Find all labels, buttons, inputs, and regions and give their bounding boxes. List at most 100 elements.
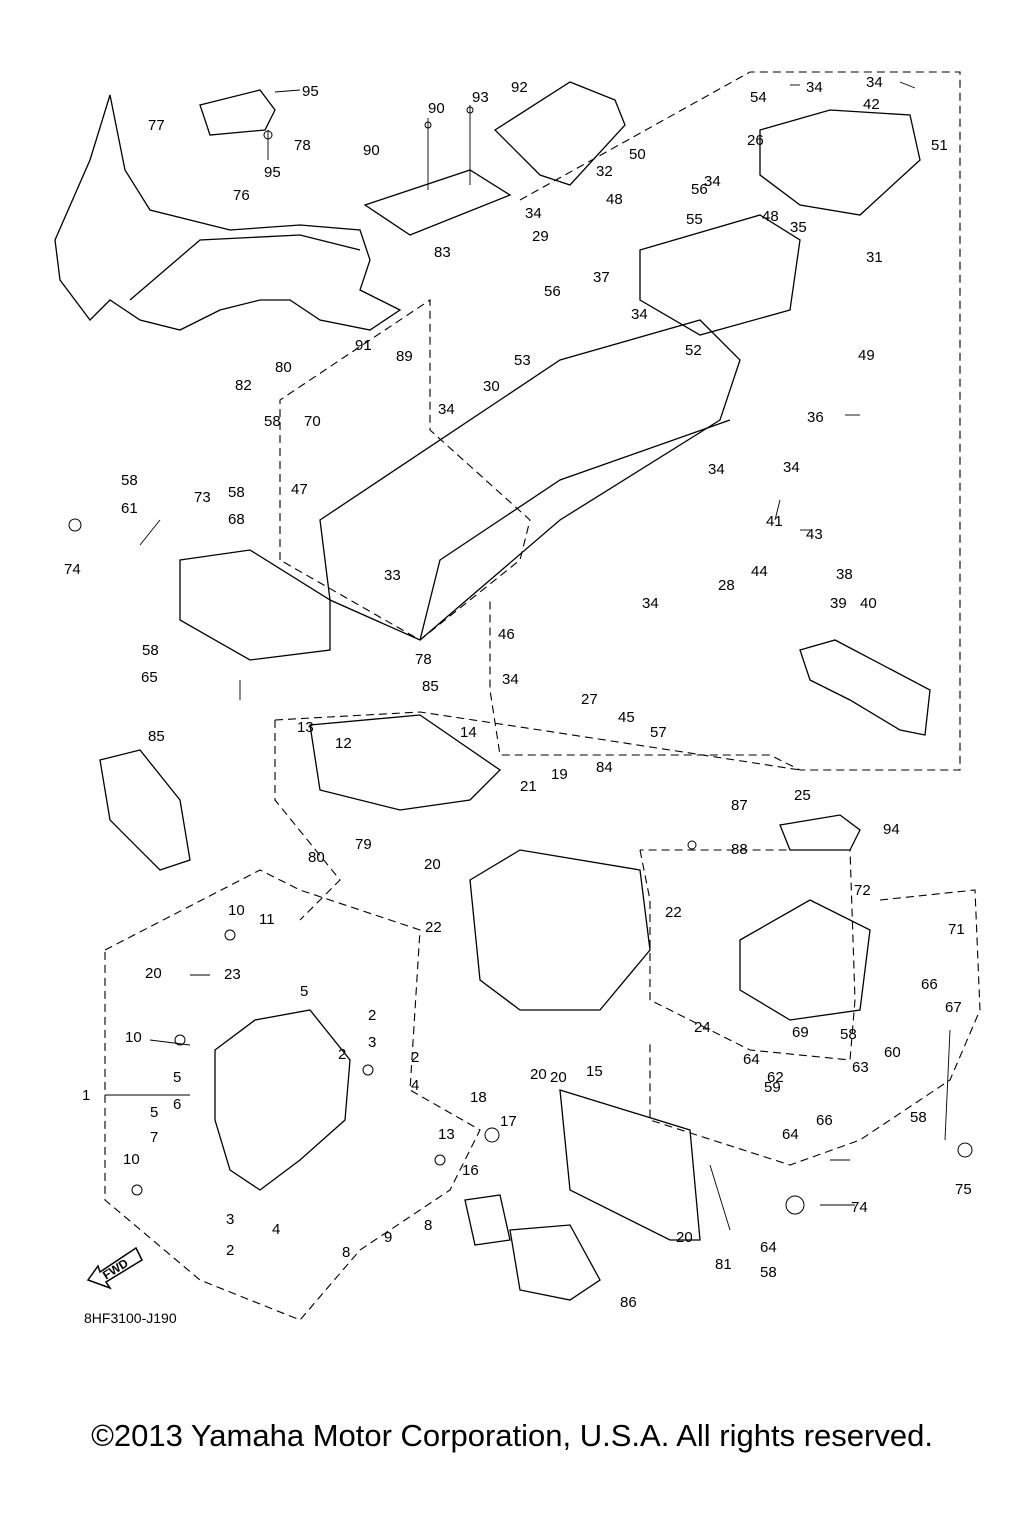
callout: 5 bbox=[300, 983, 309, 1000]
callout: 60 bbox=[884, 1044, 901, 1061]
callout: 61 bbox=[121, 500, 138, 517]
part-outlines bbox=[54, 81, 931, 1301]
callout: 16 bbox=[462, 1162, 479, 1179]
callout: 4 bbox=[272, 1221, 281, 1238]
group-outlines bbox=[104, 71, 981, 1321]
callout: 74 bbox=[64, 561, 81, 578]
callout: 63 bbox=[852, 1059, 869, 1076]
callout: 71 bbox=[948, 921, 965, 938]
exploded-parts-diagram bbox=[54, 71, 981, 1321]
callout: 66 bbox=[921, 976, 938, 993]
callout: 2 bbox=[338, 1046, 347, 1063]
callout: 34 bbox=[438, 401, 455, 418]
callout: 44 bbox=[751, 563, 768, 580]
callout: 2 bbox=[226, 1242, 235, 1259]
callout: 58 bbox=[228, 484, 245, 501]
fastener-marks bbox=[68, 106, 973, 1215]
callout: 46 bbox=[498, 626, 515, 643]
copyright-notice: ©2013 Yamaha Motor Corporation, U.S.A. A… bbox=[91, 1418, 933, 1453]
callout: 64 bbox=[782, 1126, 799, 1143]
callout: 27 bbox=[581, 691, 598, 708]
callout: 53 bbox=[514, 352, 531, 369]
callout: 13 bbox=[438, 1126, 455, 1143]
callout: 10 bbox=[125, 1029, 142, 1046]
callout: 58 bbox=[910, 1109, 927, 1126]
callout: 20 bbox=[676, 1229, 693, 1246]
callout: 17 bbox=[500, 1113, 517, 1130]
callout: 62 bbox=[767, 1069, 784, 1086]
callout: 29 bbox=[532, 228, 549, 245]
callout: 34 bbox=[642, 595, 659, 612]
callout: 14 bbox=[460, 724, 477, 741]
callout: 34 bbox=[708, 461, 725, 478]
callout: 26 bbox=[747, 132, 764, 149]
callout: 45 bbox=[618, 709, 635, 726]
callout: 75 bbox=[955, 1181, 972, 1198]
callout: 49 bbox=[858, 347, 875, 364]
callout: 38 bbox=[836, 566, 853, 583]
callout: 12 bbox=[335, 735, 352, 752]
callout: 5 bbox=[173, 1069, 182, 1086]
callout: 6 bbox=[173, 1096, 182, 1113]
callout: 80 bbox=[275, 359, 292, 376]
callout: 58 bbox=[760, 1264, 777, 1281]
callout: 15 bbox=[586, 1063, 603, 1080]
callout: 37 bbox=[593, 269, 610, 286]
callout: 55 bbox=[686, 211, 703, 228]
callout: 31 bbox=[866, 249, 883, 266]
callout: 73 bbox=[194, 489, 211, 506]
callout: 66 bbox=[816, 1112, 833, 1129]
callout: 28 bbox=[718, 577, 735, 594]
callout: 52 bbox=[685, 342, 702, 359]
callout: 39 bbox=[830, 595, 847, 612]
callout: 9 bbox=[384, 1229, 393, 1246]
callout: 90 bbox=[363, 142, 380, 159]
callout: 8 bbox=[424, 1217, 433, 1234]
callout: 78 bbox=[415, 651, 432, 668]
callout: 80 bbox=[308, 849, 325, 866]
callout: 8 bbox=[342, 1244, 351, 1261]
callout: 3 bbox=[226, 1211, 235, 1228]
callout: 11 bbox=[259, 911, 275, 928]
callout: 20 bbox=[424, 856, 441, 873]
callout: 91 bbox=[355, 337, 372, 354]
callout: 93 bbox=[472, 89, 489, 106]
callout: 41 bbox=[766, 513, 783, 530]
callout: 92 bbox=[511, 79, 528, 96]
callout: 10 bbox=[123, 1151, 140, 1168]
callout: 85 bbox=[148, 728, 165, 745]
callout: 2 bbox=[368, 1007, 377, 1024]
leader-lines bbox=[105, 81, 951, 1231]
callout: 58 bbox=[121, 472, 138, 489]
callout: 40 bbox=[860, 595, 877, 612]
callout: 43 bbox=[806, 526, 823, 543]
callout: 59 bbox=[764, 1079, 781, 1096]
callout: 20 bbox=[530, 1066, 547, 1083]
callout: 21 bbox=[520, 778, 537, 795]
callout: 25 bbox=[794, 787, 811, 804]
callout: 20 bbox=[550, 1069, 567, 1086]
callout: 22 bbox=[425, 919, 442, 936]
callout: 56 bbox=[544, 283, 561, 300]
callout: 84 bbox=[596, 759, 613, 776]
diagram-code: 8HF3100-J190 bbox=[84, 1310, 177, 1326]
callout: 34 bbox=[631, 306, 648, 323]
callout: 70 bbox=[304, 413, 321, 430]
callout: 34 bbox=[502, 671, 519, 688]
callout: 50 bbox=[629, 146, 646, 163]
callout: 54 bbox=[750, 89, 767, 106]
callout: 20 bbox=[145, 965, 162, 982]
callout: 35 bbox=[790, 219, 807, 236]
callout: 68 bbox=[228, 511, 245, 528]
forward-arrow-icon: FWD bbox=[86, 1246, 143, 1290]
callout: 32 bbox=[596, 163, 613, 180]
callout: 83 bbox=[434, 244, 451, 261]
callout: 33 bbox=[384, 567, 401, 584]
callout: 34 bbox=[525, 205, 542, 222]
callout: 30 bbox=[483, 378, 500, 395]
callout: 74 bbox=[851, 1199, 868, 1216]
callout: 2 bbox=[411, 1049, 420, 1066]
callout: 22 bbox=[665, 904, 682, 921]
callout: 10 bbox=[228, 902, 245, 919]
callout: 79 bbox=[355, 836, 372, 853]
